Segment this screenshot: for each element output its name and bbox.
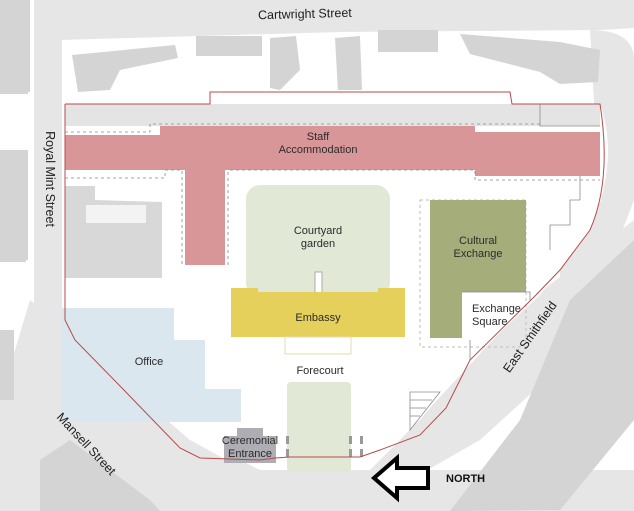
label-ceremonial-line1: Ceremonial <box>221 435 279 447</box>
label-ceremonial-entrance: Ceremonial Entrance <box>214 435 286 461</box>
zone-office <box>62 308 241 422</box>
label-exchange-square-line2: Square <box>472 316 508 328</box>
label-staff-accommodation: Staff Accommodation <box>258 131 378 157</box>
site-boundary <box>64 91 605 461</box>
zone-ceremonial-entrance <box>224 428 276 463</box>
zone-forecourt <box>287 382 351 472</box>
service-strip <box>65 104 600 126</box>
label-embassy: Embassy <box>295 312 341 324</box>
label-staff-line1: Staff <box>306 131 330 143</box>
label-courtyard-garden: Courtyard garden <box>268 225 368 251</box>
label-forecourt: Forecourt <box>296 365 344 377</box>
zone-staff-accommodation <box>65 126 600 265</box>
north-label: NORTH <box>446 473 486 485</box>
embassy-porch <box>284 336 352 355</box>
label-cultural-exchange: Cultural Exchange <box>428 235 528 261</box>
courtyard-connector <box>314 271 323 295</box>
label-ceremonial-line2: Entrance <box>227 448 273 460</box>
stairs <box>409 391 441 432</box>
label-cultural-line2: Exchange <box>453 248 503 260</box>
zone-cultural-exchange <box>430 200 526 338</box>
setback-lines <box>65 123 600 265</box>
gate-posts <box>286 436 363 457</box>
label-courtyard-line2: garden <box>300 238 336 250</box>
cultural-exchange-outline <box>419 199 527 348</box>
label-exchange-square-line1: Exchange <box>472 303 521 315</box>
label-cultural-line1: Cultural <box>459 235 497 247</box>
label-exchange-square: Exchange Square <box>472 303 521 329</box>
label-office: Office <box>134 356 164 368</box>
label-staff-line2: Accommodation <box>278 144 358 156</box>
courtyard-void <box>86 205 146 223</box>
zone-courtyard-garden <box>246 185 390 297</box>
label-courtyard-line1: Courtyard <box>293 225 343 237</box>
street-label-cartwright: Cartwright Street <box>257 5 352 23</box>
zone-embassy <box>231 288 405 337</box>
street-label-royal-mint: Royal Mint Street <box>43 131 57 227</box>
exchange-square-outline <box>462 104 600 360</box>
north-arrow-icon <box>370 453 430 503</box>
